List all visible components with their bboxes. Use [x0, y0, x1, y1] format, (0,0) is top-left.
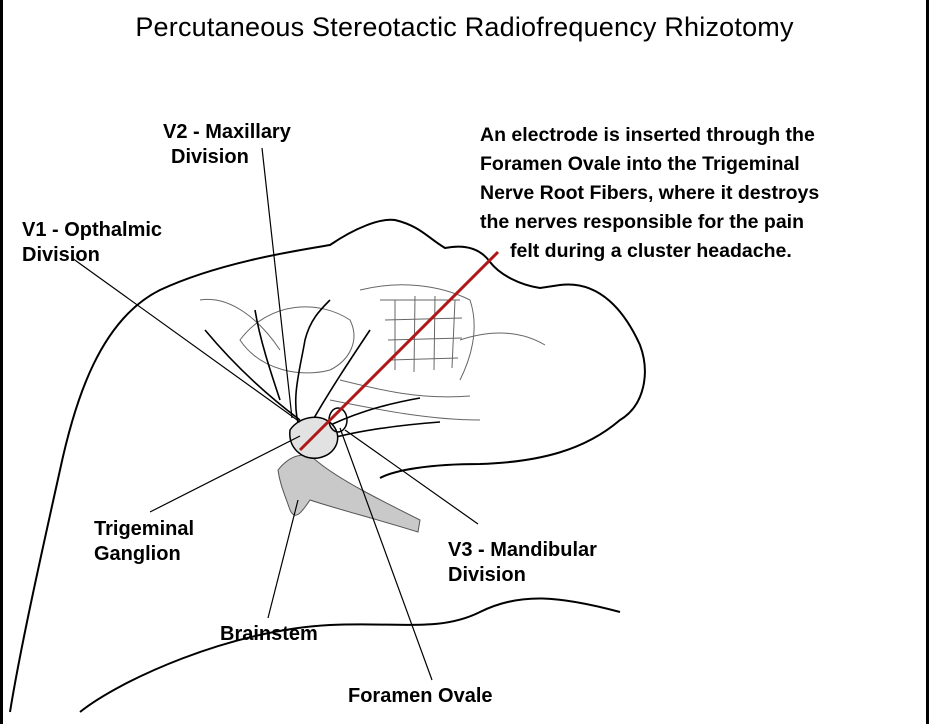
label-v2-maxillary-division: V2 - Maxillary Division [163, 120, 291, 170]
label-trigeminal-ganglion: Trigeminal Ganglion [94, 517, 194, 567]
label-ganglion-line1: Trigeminal [94, 517, 194, 542]
leader-trigeminal-ganglion [150, 436, 300, 512]
facial-detail [200, 285, 545, 420]
leader-foramen-ovale [340, 428, 432, 680]
label-v1-line1: V1 - Opthalmic [22, 218, 162, 243]
label-v2-line2: Division [163, 145, 291, 170]
label-v2-line1: V2 - Maxillary [163, 120, 291, 145]
label-v3-line2: Division [448, 563, 597, 588]
head-outline [10, 220, 645, 712]
leader-brainstem [268, 500, 298, 618]
brainstem-shape [278, 455, 420, 532]
label-v1-opthalmic-division: V1 - Opthalmic Division [22, 218, 162, 268]
description-line-4: the nerves responsible for the pain [480, 208, 819, 237]
label-v3-mandibular-division: V3 - Mandibular Division [448, 538, 597, 588]
label-v3-line1: V3 - Mandibular [448, 538, 597, 563]
description-line-2: Foramen Ovale into the Trigeminal [480, 150, 819, 179]
label-ganglion-line2: Ganglion [94, 542, 194, 567]
electrode-description: An electrode is inserted through the For… [480, 121, 819, 266]
description-line-3: Nerve Root Fibers, where it destroys [480, 179, 819, 208]
description-line-5: felt during a cluster headache. [480, 237, 819, 266]
label-foramen-ovale: Foramen Ovale [348, 684, 493, 709]
label-brainstem: Brainstem [220, 622, 318, 647]
label-v1-line2: Division [22, 243, 162, 268]
leader-v2 [262, 148, 292, 418]
description-line-1: An electrode is inserted through the [480, 121, 819, 150]
